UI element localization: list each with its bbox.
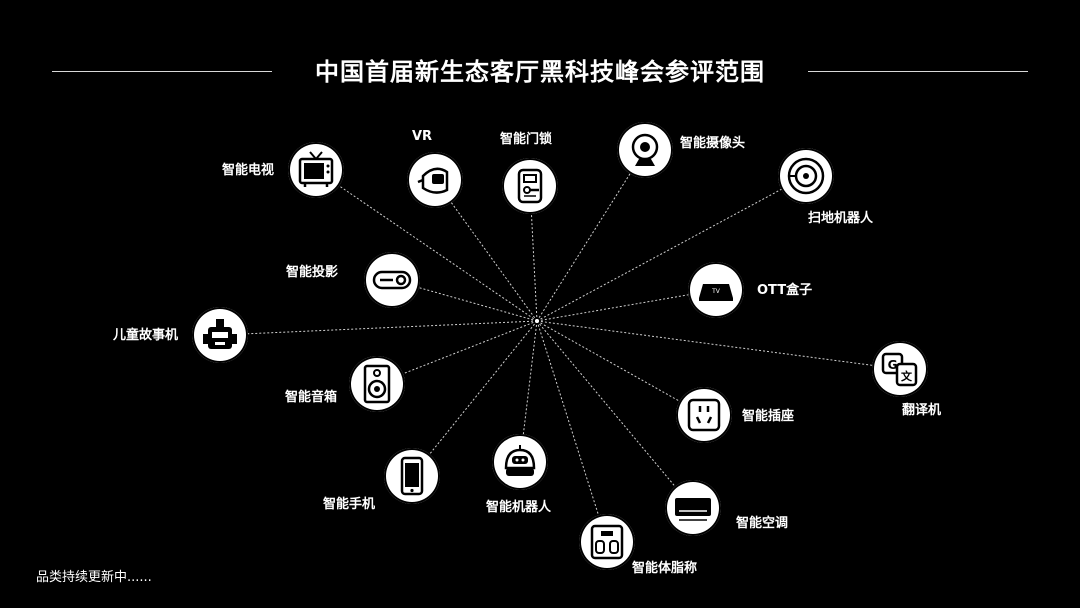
device-label: 智能体脂称 [632, 561, 698, 576]
connector-line [434, 179, 538, 322]
device-node [676, 387, 732, 443]
device-node [349, 356, 405, 412]
device-node [617, 122, 673, 178]
projector-icon [372, 270, 412, 290]
connector-line [411, 320, 538, 477]
device-label: 翻译机 [902, 403, 942, 418]
footer-note: 品类持续更新中...... [36, 570, 152, 585]
device-label: 智能机器人 [486, 500, 552, 515]
connector-line [536, 320, 901, 370]
device-label: 智能摄像头 [680, 136, 746, 151]
socket-icon [687, 398, 721, 432]
air-conditioner-icon [675, 498, 711, 521]
device-label: 智能插座 [742, 409, 795, 424]
connector-line [376, 320, 538, 385]
connector-line [219, 320, 538, 336]
device-label: 扫地机器人 [808, 211, 874, 226]
story-machine-icon [203, 319, 237, 349]
device-node [384, 448, 440, 504]
speaker-icon [363, 364, 391, 404]
phone-icon [400, 456, 424, 496]
title-rule-right [808, 71, 1028, 72]
device-node: TV [688, 262, 744, 318]
robot-vacuum-icon [787, 157, 825, 195]
connector-line [536, 175, 807, 322]
title-rule-left [52, 71, 272, 72]
svg-text:TV: TV [711, 288, 721, 295]
device-node [502, 158, 558, 214]
device-node [492, 434, 548, 490]
page-title: 中国首届新生态客厅黑科技峰会参评范围 [315, 58, 765, 86]
connector-line [536, 320, 608, 543]
device-label: 智能音箱 [285, 390, 338, 405]
tv-box-icon: TV [699, 284, 733, 301]
device-node [364, 252, 420, 308]
device-node [407, 152, 463, 208]
device-node [778, 148, 834, 204]
door-lock-icon [517, 168, 543, 204]
device-label: 智能手机 [323, 497, 376, 512]
connector-line [536, 320, 694, 509]
camera-icon [631, 133, 659, 166]
hub-point [535, 319, 539, 323]
tv-icon [298, 151, 334, 187]
connector-line [315, 169, 538, 322]
device-label: 智能电视 [222, 163, 275, 178]
device-label: 智能投影 [286, 265, 339, 280]
vr-headset-icon [417, 167, 449, 194]
device-node [579, 514, 635, 570]
translate-icon: G文 [881, 352, 918, 387]
connector-line [536, 149, 646, 322]
scale-icon [590, 524, 624, 560]
device-label: 儿童故事机 [113, 328, 179, 343]
svg-text:文: 文 [901, 369, 913, 383]
robot-icon [504, 445, 536, 476]
device-label: OTT盒子 [757, 283, 813, 298]
device-node [665, 480, 721, 536]
device-label: 智能门锁 [500, 132, 553, 147]
svg-text:G: G [888, 358, 898, 372]
device-label: VR [412, 129, 433, 144]
device-node [288, 142, 344, 198]
device-label: 智能空调 [736, 516, 789, 531]
title-bar: 中国首届新生态客厅黑科技峰会参评范围 [0, 52, 1080, 92]
device-node [192, 307, 248, 363]
